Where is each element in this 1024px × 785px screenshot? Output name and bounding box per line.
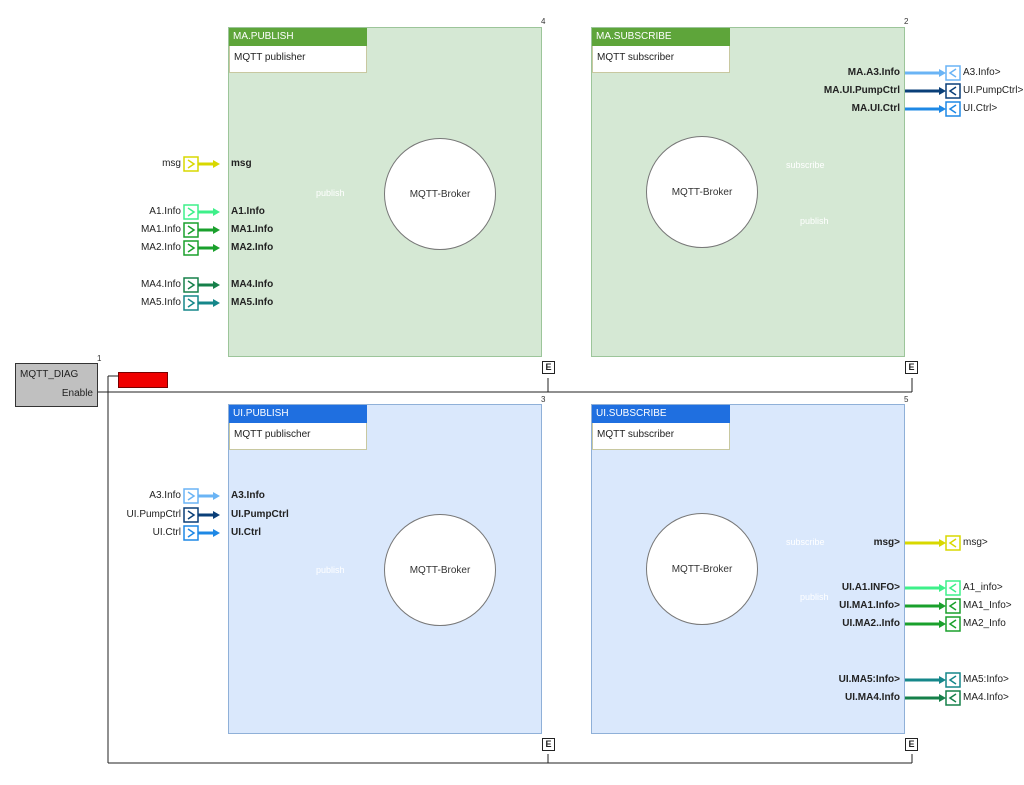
mqtt-diag-block[interactable]: MQTT_DIAG Enable bbox=[15, 363, 98, 407]
subscribe-arrow-label: subscribe bbox=[786, 160, 825, 170]
diag-enable-label: Enable bbox=[61, 388, 93, 399]
block-number: 4 bbox=[541, 17, 546, 26]
input-internal-label: MA2.Info bbox=[231, 242, 274, 253]
output-internal-label: UI.MA4.Info bbox=[845, 692, 900, 703]
input-internal-label: A3.Info bbox=[231, 490, 265, 501]
input-external-label: MA5.Info bbox=[140, 297, 181, 308]
block-number: 5 bbox=[904, 395, 909, 404]
output-internal-label: MA.A3.Info bbox=[847, 67, 900, 78]
input-external-label: MA2.Info bbox=[140, 242, 181, 253]
ma-subscribe-output-port-marker bbox=[945, 101, 961, 117]
output-external-label: A1_info> bbox=[963, 582, 1003, 593]
output-external-label: MA5:Info> bbox=[963, 674, 1009, 685]
mqtt-broker-circle: MQTT-Broker bbox=[384, 514, 496, 626]
input-external-label: A3.Info bbox=[149, 490, 181, 501]
output-external-label: UI.Ctrl> bbox=[963, 103, 998, 114]
block-subtitle: MQTT subscriber bbox=[592, 423, 730, 450]
ui-publish-input-port-marker bbox=[183, 488, 199, 504]
ui-subscribe-output-port-marker bbox=[945, 690, 961, 706]
enable-port[interactable]: E bbox=[905, 361, 918, 374]
block-number: 2 bbox=[904, 17, 909, 26]
block-subtitle: MQTT publisher bbox=[229, 46, 367, 73]
mqtt-broker-circle: MQTT-Broker bbox=[646, 136, 758, 248]
ma-publish-input-port-marker bbox=[183, 156, 199, 172]
block-title: MA.SUBSCRIBE bbox=[592, 28, 730, 46]
publish-arrow-label: publish bbox=[316, 565, 345, 575]
enable-port[interactable]: E bbox=[905, 738, 918, 751]
mqtt-broker-circle: MQTT-Broker bbox=[384, 138, 496, 250]
subscribe-arrow-label: subscribe bbox=[786, 537, 825, 547]
ma-publish-input-port-marker bbox=[183, 240, 199, 256]
output-external-label: msg> bbox=[963, 537, 988, 548]
ma-publish-input-port-marker bbox=[183, 277, 199, 293]
ui-publish-input-port-marker bbox=[183, 507, 199, 523]
block-title: UI.SUBSCRIBE bbox=[592, 405, 730, 423]
output-internal-label: msg> bbox=[873, 537, 900, 548]
input-internal-label: MA4.Info bbox=[231, 279, 274, 290]
ui-subscribe-output-port-marker bbox=[945, 580, 961, 596]
input-internal-label: UI.Ctrl bbox=[231, 527, 261, 538]
block-subtitle: MQTT subscriber bbox=[592, 46, 730, 73]
input-external-label: A1.Info bbox=[149, 206, 181, 217]
input-external-label: UI.PumpCtrl bbox=[126, 509, 181, 520]
block-title: UI.PUBLISH bbox=[229, 405, 367, 423]
ma-publish-input-port-marker bbox=[183, 295, 199, 311]
ui-subscribe-output-port-marker bbox=[945, 598, 961, 614]
mqtt-broker-circle: MQTT-Broker bbox=[646, 513, 758, 625]
publish-arrow-label: publish bbox=[800, 592, 829, 602]
input-external-label: UI.Ctrl bbox=[152, 527, 181, 538]
block-number: 3 bbox=[541, 395, 546, 404]
ui-publish-input-port-marker bbox=[183, 525, 199, 541]
input-internal-label: MA1.Info bbox=[231, 224, 274, 235]
output-internal-label: MA.UI.Ctrl bbox=[851, 103, 900, 114]
output-internal-label: UI.MA1.Info> bbox=[839, 600, 900, 611]
output-external-label: UI.PumpCtrl> bbox=[963, 85, 1024, 96]
block-number: 1 bbox=[97, 354, 102, 363]
publish-arrow-label: publish bbox=[316, 188, 345, 198]
ui-subscribe-output-port-marker bbox=[945, 672, 961, 688]
output-internal-label: UI.A1.INFO> bbox=[841, 582, 900, 593]
ma-subscribe-output-port-marker bbox=[945, 65, 961, 81]
output-external-label: A3.Info> bbox=[963, 67, 1001, 78]
output-external-label: MA2_Info bbox=[963, 618, 1006, 629]
diag-title: MQTT_DIAG bbox=[20, 369, 79, 380]
input-internal-label: msg bbox=[231, 158, 252, 169]
ma-subscribe-output-port-marker bbox=[945, 83, 961, 99]
enable-indicator[interactable] bbox=[118, 372, 168, 388]
ma-publish-input-port-marker bbox=[183, 222, 199, 238]
block-subtitle: MQTT publischer bbox=[229, 423, 367, 450]
input-external-label: msg bbox=[162, 158, 181, 169]
input-external-label: MA4.Info bbox=[140, 279, 181, 290]
ui-subscribe-output-port-marker bbox=[945, 535, 961, 551]
enable-port[interactable]: E bbox=[542, 361, 555, 374]
output-internal-label: UI.MA5:Info> bbox=[838, 674, 900, 685]
enable-port[interactable]: E bbox=[542, 738, 555, 751]
output-internal-label: MA.UI.PumpCtrl bbox=[823, 85, 900, 96]
input-internal-label: MA5.Info bbox=[231, 297, 274, 308]
input-internal-label: A1.Info bbox=[231, 206, 265, 217]
ui-subscribe-output-port-marker bbox=[945, 616, 961, 632]
output-external-label: MA1_Info> bbox=[963, 600, 1012, 611]
output-internal-label: UI.MA2..Info bbox=[842, 618, 900, 629]
publish-arrow-label: publish bbox=[800, 216, 829, 226]
output-external-label: MA4.Info> bbox=[963, 692, 1009, 703]
block-title: MA.PUBLISH bbox=[229, 28, 367, 46]
ma-publish-input-port-marker bbox=[183, 204, 199, 220]
input-external-label: MA1.Info bbox=[140, 224, 181, 235]
input-internal-label: UI.PumpCtrl bbox=[231, 509, 289, 520]
